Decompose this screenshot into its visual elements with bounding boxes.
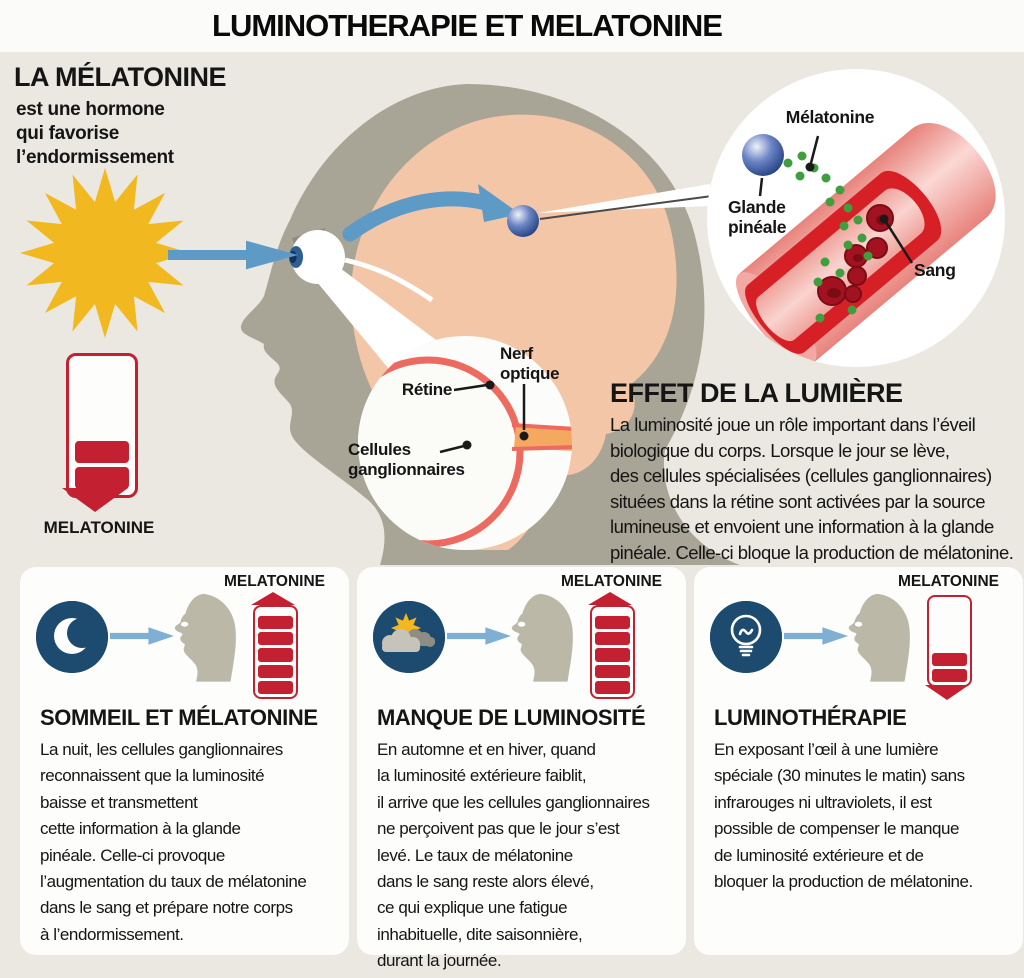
retina-label: Rétine: [401, 380, 452, 399]
ganglion-cells-label: Cellules ganglionnaires: [348, 440, 465, 479]
optic-nerve-label: Nerf optique: [500, 344, 560, 383]
eye-anatomy-inset: [358, 336, 572, 550]
panel-body: En automne et en hiver, quand la luminos…: [377, 740, 650, 971]
panel-heading: MANQUE DE LUMINOSITÉ: [377, 705, 646, 730]
label-connectors: [439, 383, 526, 454]
sun-clouds-icon: [373, 601, 445, 673]
head-icon: [511, 593, 573, 682]
label-connectors: [758, 135, 914, 264]
panel-gauge-label: MELATONINE: [897, 573, 999, 590]
pineal-callout-line: [539, 195, 713, 220]
panel-gauge-label: MELATONINE: [223, 573, 325, 590]
melatonin-label: Mélatonine: [785, 107, 875, 127]
lightbulb-icon: [710, 601, 782, 673]
blood-label: Sang: [914, 260, 956, 280]
gauge-bar: [75, 467, 129, 489]
page-title: LUMINOTHERAPIE ET MELATONINE: [212, 8, 723, 43]
optic-nerve-line: [344, 257, 434, 303]
light-effect-body: La luminosité joue un rôle important dan…: [610, 414, 1014, 563]
light-effect-heading: EFFET DE LA LUMIÈRE: [610, 378, 903, 408]
pineal-callout-wedge: [538, 184, 710, 213]
pineal-gland-large: [742, 134, 784, 176]
panel-body: En exposant l’œil à une lumière spéciale…: [714, 740, 973, 892]
gauge-up-arrow: [251, 592, 295, 605]
gauge-up-arrow: [588, 592, 632, 605]
gauge-bar: [75, 441, 129, 463]
melatonin-dots: [783, 151, 873, 323]
moon-icon: [36, 601, 108, 673]
panel-luminotherapie: MELATONINE LUMINOTHÉRAPIE En exposant l’…: [694, 567, 1023, 955]
melatonin-gauge-high: [253, 605, 298, 699]
intro-body: est une hormone qui favorise l’endormiss…: [16, 99, 174, 168]
panel-heading: SOMMEIL ET MÉLATONINE: [40, 705, 318, 730]
melatonin-gauge-main: [66, 353, 138, 498]
pineal-gland-label: Glande pinéale: [728, 197, 787, 237]
head-icon: [174, 593, 236, 682]
panel-manque-luminosite: MELATONINE MANQUE DE LUMINOSITÉ En autom…: [357, 567, 686, 970]
panel-body: La nuit, les cellules ganglionnaires rec…: [40, 740, 307, 944]
melatonin-gauge-low: [927, 595, 972, 687]
panel-heading: LUMINOTHÉRAPIE: [714, 705, 907, 730]
melatonin-gauge-high: [590, 605, 635, 699]
head-icon: [848, 593, 910, 682]
pineal-gland: [507, 205, 539, 237]
blood-vessel-inset: [707, 69, 1005, 367]
melatonin-gauge-label: MELATONINE: [43, 518, 155, 537]
sun-icon: [20, 168, 190, 338]
panel-sommeil: MELATONINE SOMMEIL ET MÉLATONINE La nuit…: [20, 567, 349, 955]
intro-heading: LA MÉLATONINE: [14, 62, 227, 92]
panel-gauge-label: MELATONINE: [560, 573, 662, 590]
optic-nerve-wedge: [514, 424, 572, 451]
gauge-down-arrow: [925, 685, 969, 700]
top-band: [0, 0, 1024, 52]
